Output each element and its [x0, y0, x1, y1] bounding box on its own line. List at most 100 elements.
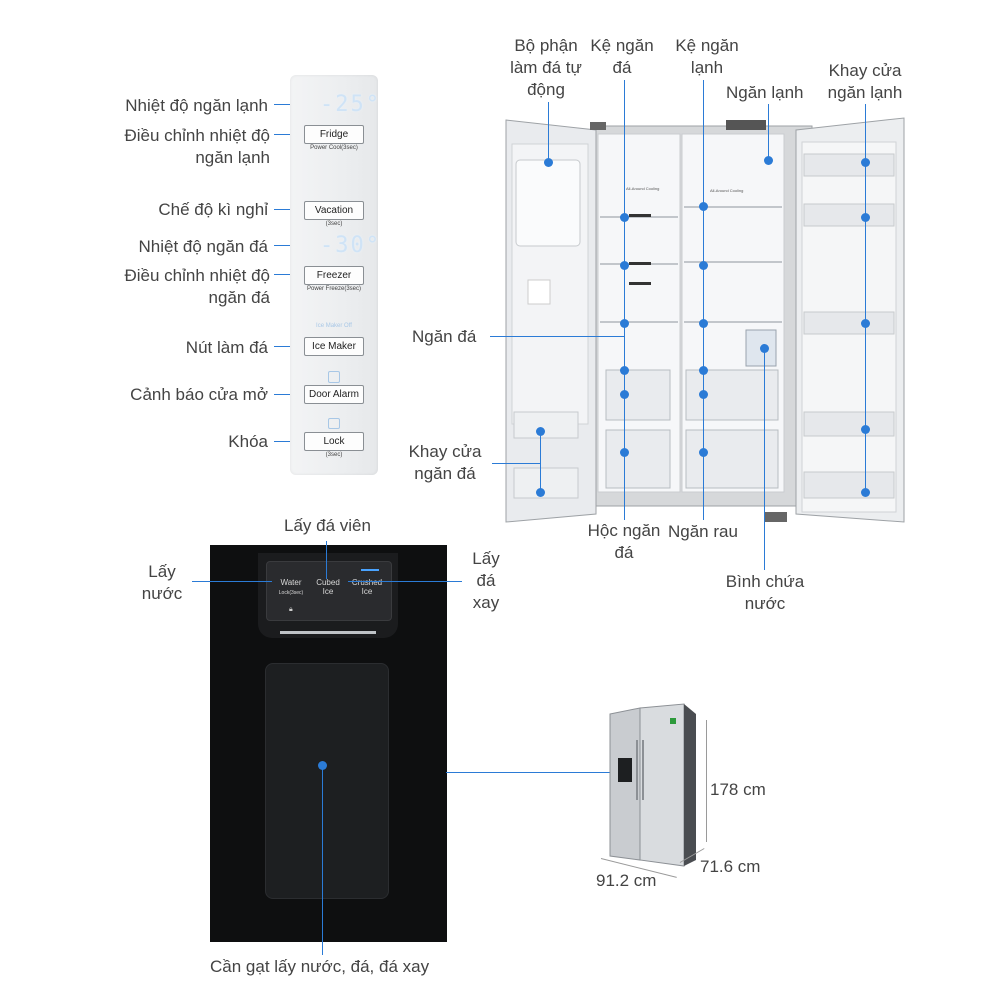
pointer-dot — [860, 424, 870, 434]
leader-line — [703, 80, 704, 520]
freezer-button[interactable]: Freezer — [304, 266, 364, 285]
dispenser-closeup: Water Lock(3sec) Cubed Ice Crushed Ice 🔒… — [210, 545, 447, 942]
pointer-dot — [759, 343, 769, 353]
pointer-dot — [698, 318, 708, 328]
door-alarm-button[interactable]: Door Alarm — [304, 385, 364, 404]
pointer-dot — [698, 260, 708, 270]
label-ice-maker: Nút làm đá — [185, 338, 268, 357]
lock-sublabel: (3sec) — [325, 452, 343, 458]
pointer-dot — [860, 318, 870, 328]
leader-line — [274, 441, 304, 442]
label-fridge-compartment: Ngăn lạnh — [726, 83, 804, 102]
door-icon — [328, 371, 340, 383]
dispenser-lever-pad[interactable] — [265, 663, 389, 899]
leader-line — [274, 394, 304, 395]
label-cubed-ice: Lấy đá viên — [284, 516, 371, 535]
water-label: Water — [280, 578, 302, 587]
leader-line — [764, 348, 765, 570]
label-fridge-door-tray: Khay cửa ngăn lạnh — [827, 61, 903, 102]
pointer-dot — [860, 487, 870, 497]
leader-line — [540, 431, 541, 493]
vacation-sublabel: (3sec) — [325, 221, 343, 227]
pointer-dot — [763, 155, 773, 165]
dispenser-control-panel: Water Lock(3sec) Cubed Ice Crushed Ice 🔒… — [266, 561, 392, 621]
label-adjust-fridge: Điều chỉnh nhiệt độ ngăn lạnh — [124, 126, 270, 167]
cubed-ice-button[interactable]: Cubed Ice — [316, 578, 340, 596]
fridge-temp-display: -25° — [320, 92, 381, 117]
leader-line — [322, 765, 323, 955]
leader-line — [548, 102, 549, 162]
pointer-dot — [543, 157, 553, 167]
pointer-dot — [698, 201, 708, 211]
pointer-dot — [619, 365, 629, 375]
dispenser-light-bar — [280, 631, 376, 634]
pointer-dot — [535, 487, 545, 497]
crushed-ice-button[interactable]: Crushed Ice — [351, 578, 383, 596]
label-vegetable-drawer: Ngăn rau — [668, 522, 738, 541]
fridge-open-illustration — [505, 117, 905, 523]
leader-line — [274, 134, 304, 135]
leader-line — [490, 336, 624, 337]
label-freezer-drawer: Hộc ngăn đá — [587, 521, 661, 562]
leader-line — [624, 80, 625, 520]
water-sublabel: Lock(3sec) — [278, 590, 304, 596]
label-shelf-right: Kệ ngăn lạnh — [675, 36, 739, 77]
freezer-sublabel: Power Freeze(3sec) — [306, 286, 362, 292]
label-water-tank: Bình chứa nước — [725, 572, 805, 613]
label-door-alarm: Cảnh báo cửa mở — [130, 385, 268, 404]
leader-line — [274, 209, 304, 210]
pointer-dot — [698, 389, 708, 399]
ice-maker-button[interactable]: Ice Maker — [304, 337, 364, 356]
leader-line — [446, 772, 610, 773]
width-value: 91.2 cm — [596, 871, 657, 890]
ice-maker-indicator: Ice Maker Off — [316, 323, 352, 329]
leader-line — [274, 346, 304, 347]
leader-line — [274, 274, 304, 275]
freezer-temp-display: -30° — [320, 233, 381, 258]
pointer-dot — [619, 447, 629, 457]
pointer-dot — [535, 426, 545, 436]
label-fridge-temp: Nhiệt độ ngăn lạnh — [125, 96, 268, 115]
pointer-dot — [619, 260, 629, 270]
depth-value: 71.6 cm — [700, 857, 761, 876]
label-vacation: Chế độ kì nghỉ — [158, 200, 268, 219]
inner-tag-right: All-Around Cooling — [710, 188, 744, 193]
leader-line — [348, 581, 462, 582]
label-adjust-freezer: Điều chỉnh nhiệt độ ngăn đá — [124, 266, 270, 307]
leader-line — [865, 104, 866, 494]
leader-line — [768, 104, 769, 160]
label-lock: Khóa — [228, 432, 268, 451]
control-panel: -25° Fridge Power Cool(3sec) Vacation (3… — [290, 75, 381, 475]
leader-line — [492, 463, 540, 464]
pointer-dot — [698, 365, 708, 375]
water-button[interactable]: Water Lock(3sec) — [271, 578, 311, 598]
pointer-dot — [860, 212, 870, 222]
lock-icon — [328, 418, 340, 429]
leader-line — [326, 541, 327, 579]
label-freezer-compartment: Ngăn đá — [412, 327, 477, 346]
lock-icon: 🔒︎ — [289, 606, 293, 613]
pointer-dot — [860, 157, 870, 167]
pointer-dot — [619, 318, 629, 328]
fridge-button[interactable]: Fridge — [304, 125, 364, 144]
label-freezer-temp: Nhiệt độ ngăn đá — [138, 237, 269, 256]
height-value: 178 cm — [710, 780, 766, 799]
label-water: Lấy nước — [141, 562, 183, 603]
lock-button[interactable]: Lock — [304, 432, 364, 451]
vacation-button[interactable]: Vacation — [304, 201, 364, 220]
label-ice-maker-unit: Bộ phận làm đá tự động — [510, 36, 582, 99]
crushed-ice-indicator — [361, 569, 379, 571]
label-shelf-left: Kệ ngăn đá — [590, 36, 654, 77]
fridge-sublabel: Power Cool(3sec) — [310, 145, 358, 151]
pointer-dot — [698, 447, 708, 457]
label-freezer-door-tray: Khay cửa ngăn đá — [408, 442, 482, 483]
label-crushed-ice: Lấy đá xay — [472, 549, 500, 612]
inner-tag-left: All-Around Cooling — [626, 186, 660, 191]
pointer-dot — [317, 760, 327, 770]
label-lever: Cần gạt lấy nước, đá, đá xay — [210, 957, 430, 976]
pointer-dot — [619, 389, 629, 399]
height-dimension-line — [706, 720, 707, 842]
leader-line — [192, 581, 272, 582]
pointer-dot — [619, 212, 629, 222]
fridge-exterior-illustration — [609, 703, 696, 867]
